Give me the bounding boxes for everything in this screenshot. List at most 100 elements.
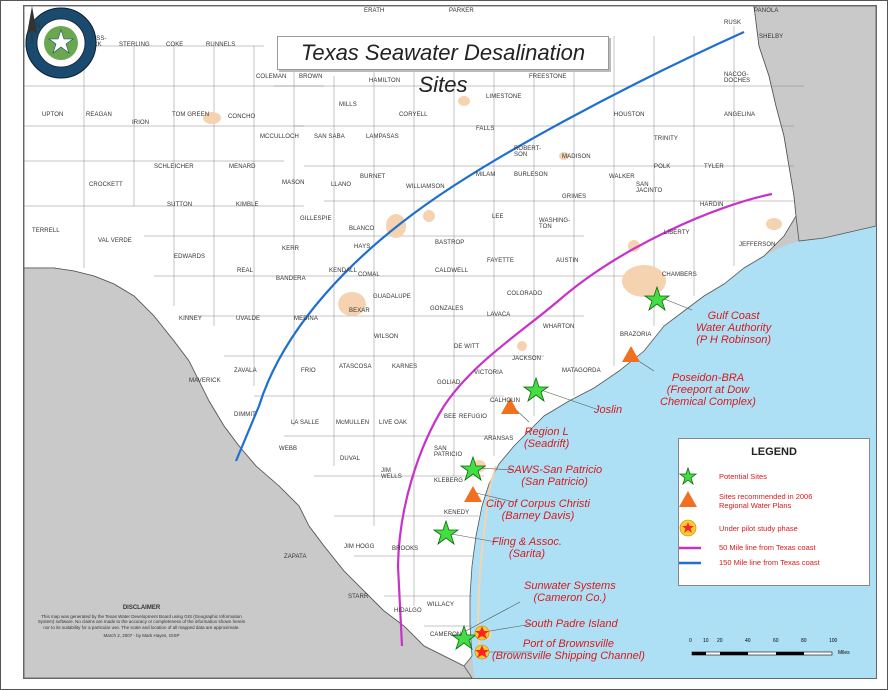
site-marker-saws bbox=[459, 455, 487, 482]
county-label: LAVACA bbox=[487, 312, 511, 318]
site-marker-fling bbox=[432, 519, 460, 546]
county-label: EDWARDS bbox=[174, 254, 206, 260]
county-label: MATAGORDA bbox=[562, 368, 601, 374]
map-title: Texas Seawater Desalination Sites bbox=[277, 36, 609, 97]
svg-text:N: N bbox=[35, 21, 40, 30]
county-label: HAYS bbox=[354, 244, 371, 250]
disclaimer-title: DISCLAIMER bbox=[122, 605, 161, 611]
county-label: UPTON bbox=[42, 112, 64, 118]
county-label: REAGAN bbox=[86, 112, 112, 118]
county-label: COMAL bbox=[358, 272, 380, 278]
county-label: KERR bbox=[282, 246, 300, 252]
site-marker-corpus-christi bbox=[464, 486, 482, 502]
county-label: HAMILTON bbox=[369, 78, 401, 84]
county-label: ARANSAS bbox=[484, 436, 514, 442]
county-label: BASTROP bbox=[435, 240, 465, 246]
county-label: BURLESON bbox=[514, 172, 548, 178]
county-label: ANGELINA bbox=[724, 112, 756, 118]
county-label: SCHLEICHER bbox=[154, 164, 194, 170]
legend-title: LEGEND bbox=[751, 446, 797, 458]
disclaimer-credit: March 2, 2007 - by Mark Hayes, GISP bbox=[103, 633, 180, 638]
county-label: GOLIAD bbox=[437, 380, 461, 386]
leader-lines bbox=[445, 297, 693, 653]
site-marker-gulf-coast bbox=[643, 285, 671, 312]
scale-tick-label: 20 bbox=[717, 638, 723, 644]
county-label: MASON bbox=[282, 180, 305, 186]
county-label: WILLACY bbox=[427, 602, 455, 608]
county-label: RUNNELS bbox=[206, 42, 236, 48]
county-label: LIVE OAK bbox=[379, 420, 408, 426]
county-label: LEE bbox=[492, 214, 504, 220]
scale-tick-label: 100 bbox=[829, 638, 838, 644]
county-label: LAMPASAS bbox=[366, 134, 399, 140]
county-label: AUSTIN bbox=[556, 258, 579, 264]
site-label: South Padre Island bbox=[524, 618, 618, 630]
county-label: BLANCO bbox=[349, 226, 375, 232]
site-markers bbox=[432, 285, 671, 660]
county-label: VICTORIA bbox=[474, 370, 504, 376]
county-label: FREESTONE bbox=[529, 74, 567, 80]
site-marker-sunwater bbox=[450, 624, 478, 651]
north-arrow-icon: N bbox=[27, 6, 40, 44]
legend: LEGEND Potential Sites Sites recommended… bbox=[678, 438, 870, 586]
county-label: GUADALUPE bbox=[373, 294, 411, 300]
county-label: ZAVALA bbox=[234, 368, 257, 374]
county-label: MADISON bbox=[562, 154, 591, 160]
legend-item-150-mile: 150 Mile line from Texas coast bbox=[719, 558, 820, 567]
county-label: MILLS bbox=[339, 102, 357, 108]
legend-item-recommended: Sites recommended in 2006 Regional Water… bbox=[719, 492, 813, 510]
county-label: LIBERTY bbox=[664, 230, 690, 236]
county-label: FALLS bbox=[476, 126, 495, 132]
orange-triangle-icon bbox=[679, 491, 697, 507]
site-label: Region L (Seadrift) bbox=[524, 426, 570, 450]
county-label: CALHOUN bbox=[490, 398, 521, 404]
county-label: JACKSON bbox=[512, 356, 542, 362]
county-label: WALKER bbox=[609, 174, 635, 180]
county-label: COLORADO bbox=[507, 291, 543, 297]
scale-tick-label: 60 bbox=[773, 638, 779, 644]
county-label: SHELBY bbox=[759, 34, 784, 40]
county-label: HIDALGO bbox=[394, 608, 422, 614]
county-label: KINNEY bbox=[179, 316, 202, 322]
county-label: PARKER bbox=[449, 8, 474, 14]
line-150-mile bbox=[234, 30, 745, 462]
county-label: PANOLA bbox=[754, 8, 779, 14]
county-label: CORYELL bbox=[399, 112, 428, 118]
county-label: McMULLEN bbox=[336, 420, 370, 426]
louisiana-land bbox=[753, 6, 876, 242]
county-label: GILLESPIE bbox=[300, 216, 332, 222]
county-label: JIM HOGG bbox=[344, 544, 375, 550]
county-label: NACOG- DOCHES bbox=[724, 72, 751, 84]
county-label: VAL VERDE bbox=[98, 238, 132, 244]
green-star-icon bbox=[679, 467, 697, 485]
county-label: JEFFERSON bbox=[739, 242, 776, 248]
county-label: FRIO bbox=[301, 368, 316, 374]
site-marker-poseidon bbox=[622, 346, 640, 362]
county-label: KLEBERG bbox=[434, 478, 464, 484]
county-label: SAN JACINTO bbox=[636, 182, 663, 194]
disclaimer: DISCLAIMER This map was generated by the… bbox=[34, 605, 249, 639]
scale-unit: Miles bbox=[838, 650, 850, 656]
county-label: DIMMIT bbox=[234, 412, 256, 418]
site-marker-joslin bbox=[522, 376, 550, 403]
site-label: Port of Brownsville (Brownsville Shippin… bbox=[492, 638, 645, 662]
county-lines bbox=[24, 26, 804, 627]
county-label: STARR bbox=[348, 594, 369, 600]
county-label: UVALDE bbox=[236, 316, 261, 322]
county-label: TERRELL bbox=[32, 228, 60, 234]
county-label: BROOKS bbox=[392, 546, 419, 552]
county-label: TYLER bbox=[704, 164, 724, 170]
county-label: WASHING- TON bbox=[539, 218, 571, 230]
magenta-line-icon bbox=[679, 546, 701, 550]
county-label: IRION bbox=[132, 120, 150, 126]
legend-item-50-mile: 50 Mile line from Texas coast bbox=[719, 543, 816, 552]
county-label: MEDINA bbox=[294, 316, 318, 322]
county-label: KENDALL bbox=[329, 268, 358, 274]
county-label: CAMERON bbox=[430, 632, 462, 638]
county-label: FAYETTE bbox=[487, 258, 514, 264]
county-label: REFUGIO bbox=[459, 414, 488, 420]
county-label: HOUSTON bbox=[614, 112, 645, 118]
county-label: COLEMAN bbox=[256, 74, 287, 80]
county-label: LLANO bbox=[331, 182, 352, 188]
